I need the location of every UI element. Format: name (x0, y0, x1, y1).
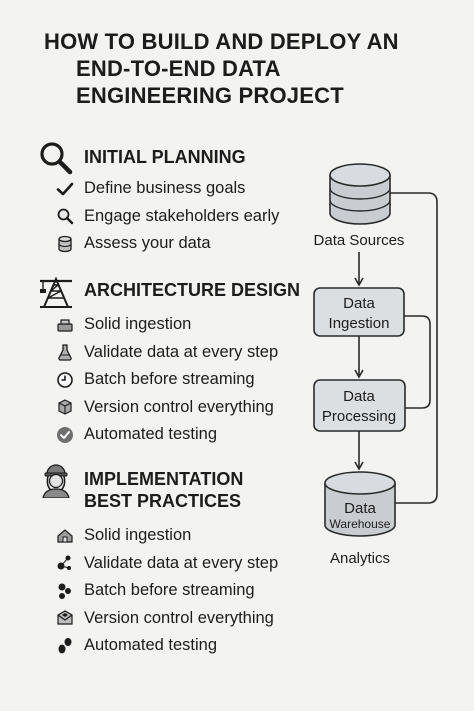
list-item: Define business goals (56, 175, 279, 203)
nodes-icon (57, 555, 71, 571)
list-item-label: Version control everything (84, 397, 274, 416)
list-item: Automated testing (56, 632, 278, 660)
section-heading-text: ARCHITECTURE DESIGN (84, 280, 301, 300)
flask-icon (58, 344, 72, 361)
data-warehouse-cylinder (324, 471, 396, 537)
list-item-label: Validate data at every step (84, 553, 279, 572)
title-line-2: END-TO-END DATA (76, 56, 281, 81)
section-initial-planning-heading: INITIAL PLANNING (38, 140, 246, 176)
list-item-label: Automated testing (84, 636, 217, 655)
list-item-label: Version control everything (84, 608, 274, 627)
list-item: Solid ingestion (56, 311, 278, 339)
list-item-label: Batch before streaming (84, 581, 255, 600)
ingestion-icon (57, 319, 73, 332)
title-line-3: ENGINEERING PROJECT (76, 83, 344, 108)
title-line-1: HOW TO BUILD AND DEPLOY AN (44, 29, 399, 54)
list-item: Automated testing (56, 421, 278, 449)
envelope-icon (57, 610, 73, 625)
page-title: HOW TO BUILD AND DEPLOY AN END-TO-END DA… (0, 28, 474, 109)
list-item: Solid ingestion (56, 522, 278, 550)
list-item: Engage stakeholders early (56, 203, 279, 231)
feedback-loop-line (390, 192, 438, 504)
ingestion-processing-loop (404, 315, 431, 409)
check-circle-icon (57, 426, 73, 443)
processing-label-line-1: Data (343, 388, 375, 405)
list-item: Assess your data (56, 230, 279, 258)
architecture-design-list: Solid ingestion Validate data at every s… (56, 311, 278, 449)
list-item: Batch before streaming (56, 366, 278, 394)
list-item: Batch before streaming (56, 577, 278, 605)
section-implementation-heading: IMPLEMENTATION BEST PRACTICES (38, 462, 243, 512)
processing-label-line-2: Processing (322, 408, 396, 425)
list-item-label: Assess your data (84, 234, 211, 253)
data-sources-label: Data Sources (314, 232, 405, 249)
list-item-label: Validate data at every step (84, 342, 279, 361)
section-heading-text: IMPLEMENTATION (84, 469, 244, 489)
section-architecture-design-heading: ARCHITECTURE DESIGN (38, 273, 300, 309)
steps-icon (58, 637, 72, 654)
ingestion-label-line-1: Data (343, 295, 375, 312)
ingestion-label-line-2: Ingestion (329, 315, 390, 332)
list-item-label: Solid ingestion (84, 526, 192, 545)
section-heading-text: BEST PRACTICES (84, 491, 242, 511)
box-icon (58, 399, 72, 415)
list-item: Validate data at every step (56, 339, 278, 367)
implementation-list: Solid ingestion Validate data at every s… (56, 522, 278, 660)
section-heading-text: INITIAL PLANNING (84, 147, 246, 167)
list-item-label: Batch before streaming (84, 370, 255, 389)
list-item: Version control everything (56, 394, 278, 422)
list-item-label: Define business goals (84, 179, 246, 198)
data-sources-cylinder (329, 163, 391, 225)
analytics-label: Analytics (330, 550, 390, 567)
list-item-label: Solid ingestion (84, 315, 192, 334)
list-item: Validate data at every step (56, 550, 278, 578)
list-item-label: Automated testing (84, 425, 217, 444)
initial-planning-list: Define business goals Engage stakeholder… (56, 175, 279, 258)
list-item-label: Engage stakeholders early (84, 206, 280, 225)
crane-icon (40, 276, 72, 308)
clock-icon (57, 371, 73, 388)
checkmark-icon (56, 182, 74, 196)
house-icon (57, 528, 73, 543)
search-icon (57, 208, 74, 225)
dots-icon (58, 583, 71, 599)
warehouse-label-line-2: Warehouse (330, 517, 391, 531)
warehouse-label-line-1: Data (344, 500, 376, 517)
list-item: Version control everything (56, 605, 278, 633)
database-icon (58, 235, 72, 252)
engineer-icon (42, 464, 70, 498)
magnifier-icon (40, 142, 73, 175)
